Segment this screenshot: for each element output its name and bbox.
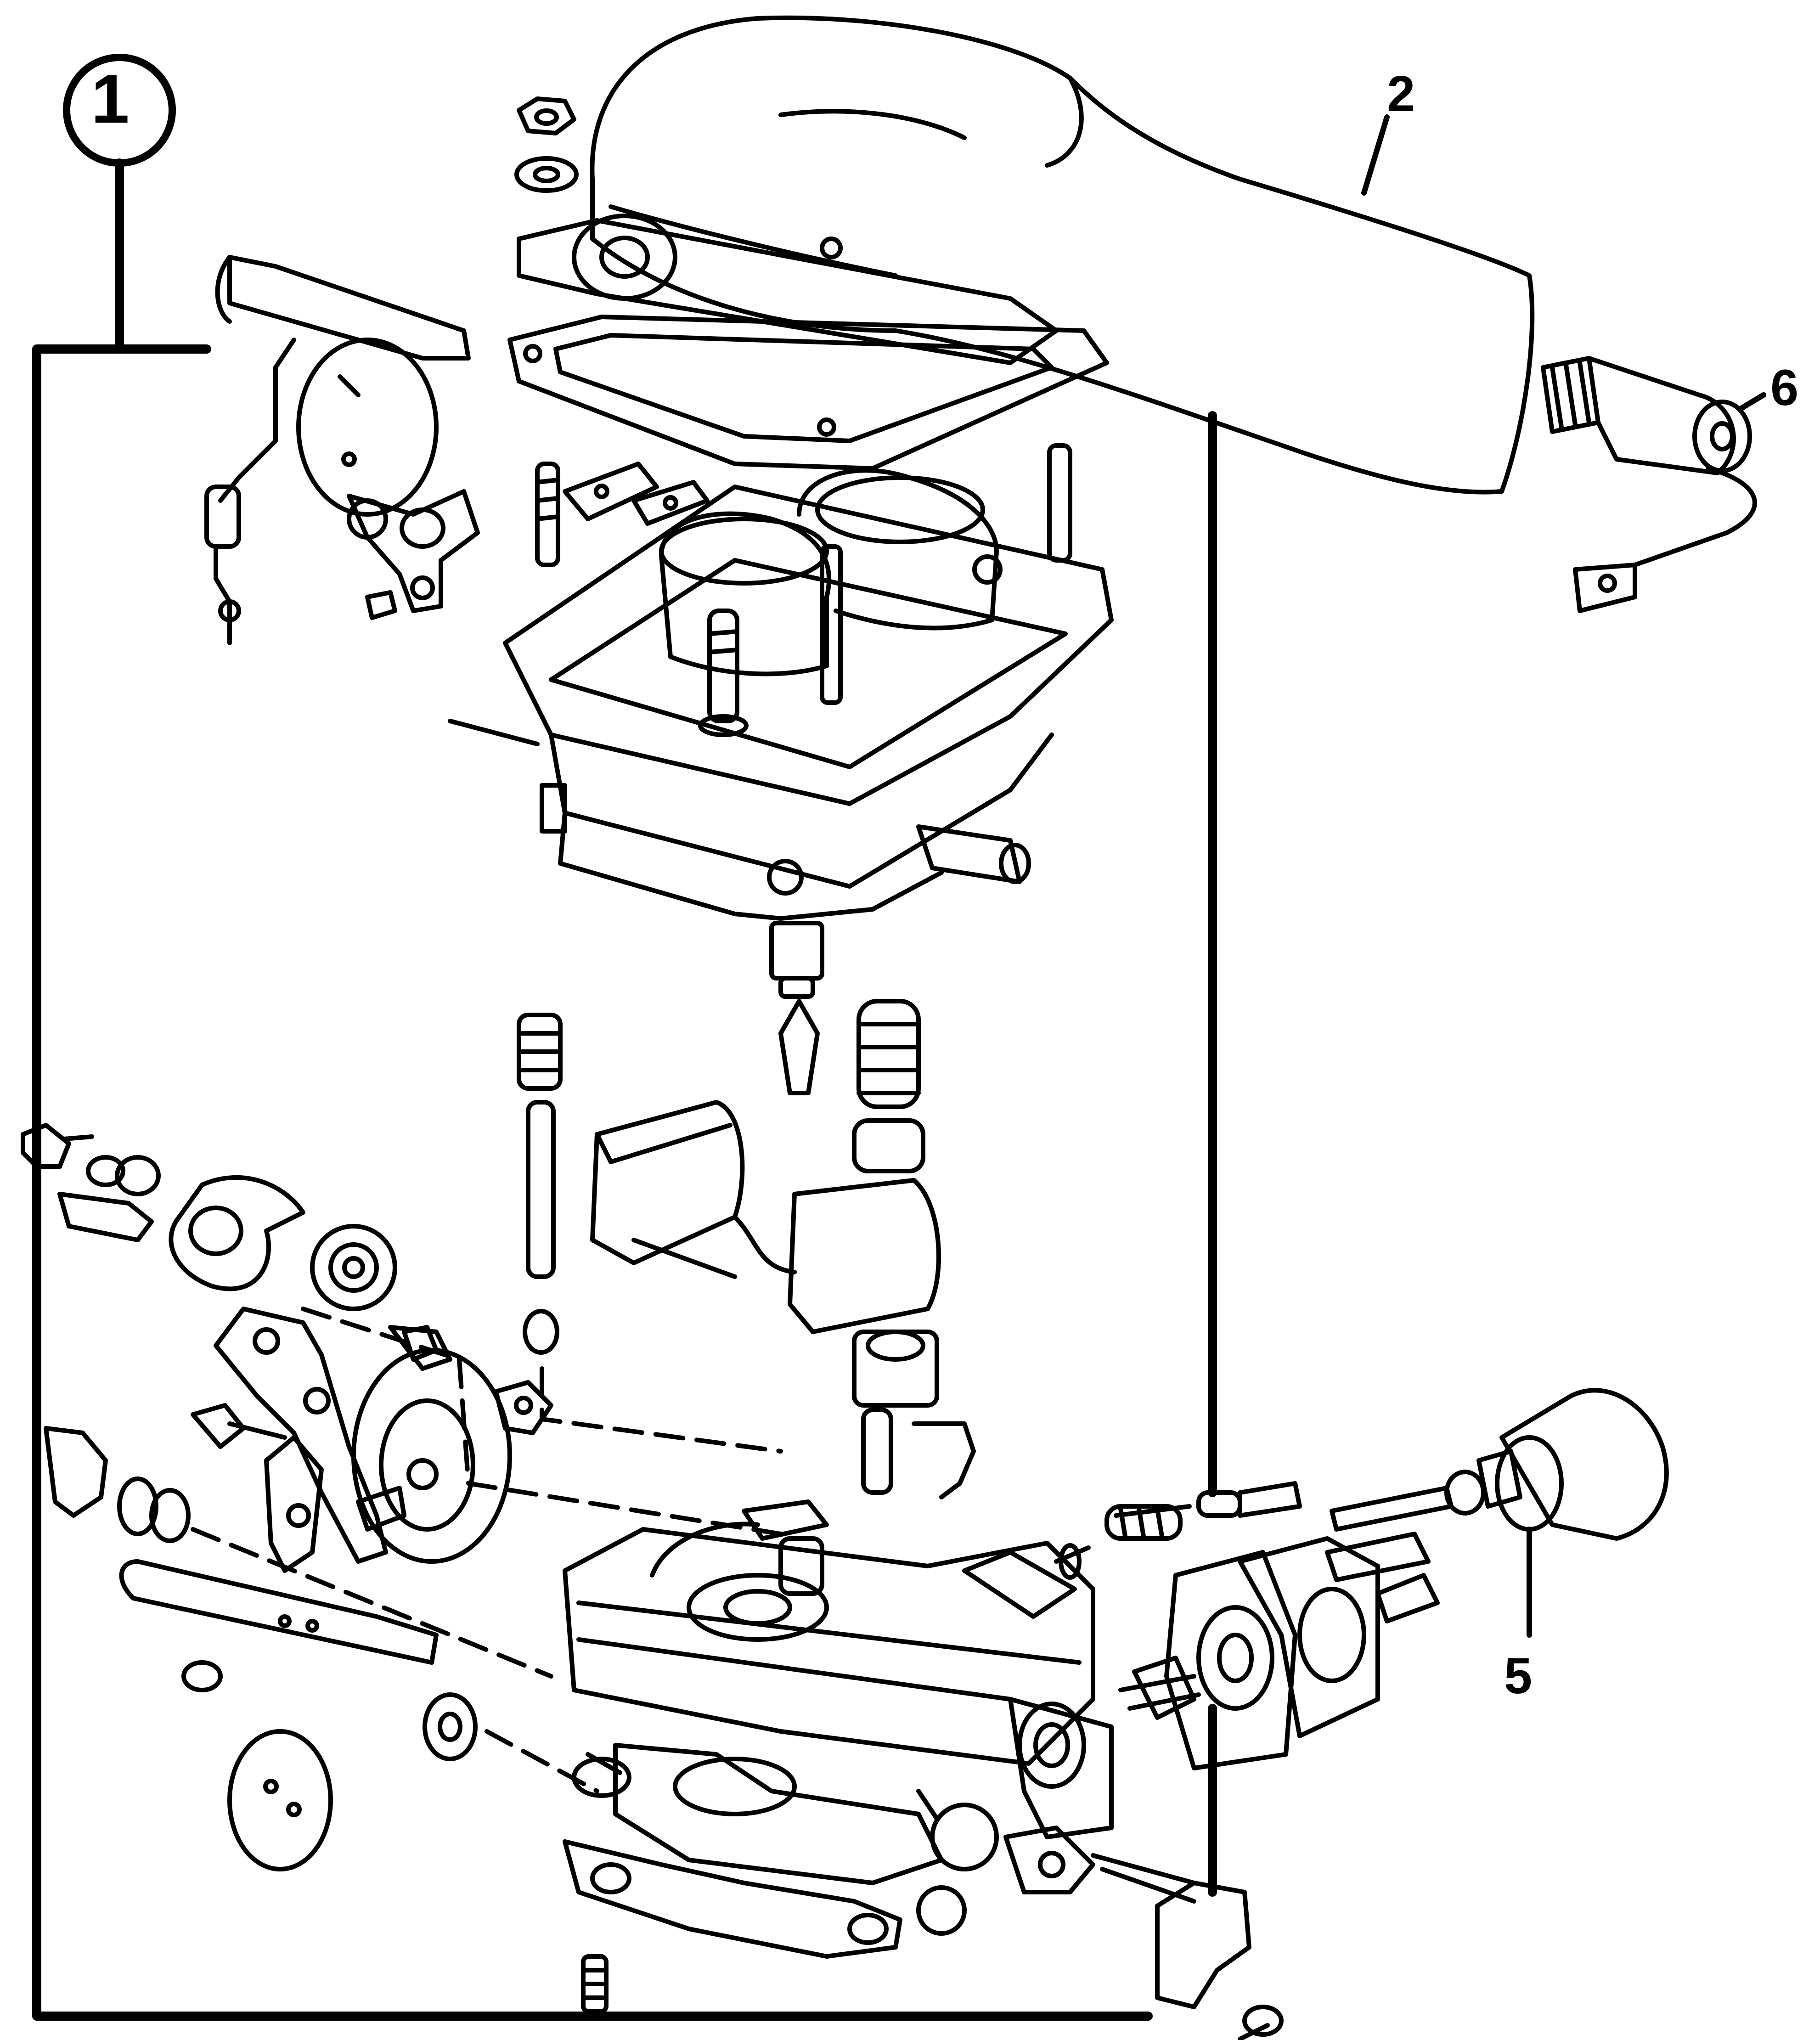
air-intake-housing [507, 15, 1535, 495]
choke-linkage [204, 255, 480, 645]
accelerator-pump-cover [1003, 1532, 1440, 2040]
callout-2-label: 2 [1387, 66, 1415, 122]
callout-1-label: 1 [91, 60, 130, 137]
anti-dieseling-valve [1330, 1388, 1669, 1638]
callout-6-label: 6 [1770, 360, 1799, 416]
fuel-inlet [1059, 1504, 1192, 1580]
carburetor-top-cover [448, 443, 1114, 921]
carburetor-main-body [563, 1481, 1302, 2014]
needle-valve-and-jets [517, 921, 976, 1499]
solenoid-valve [1541, 356, 1766, 613]
assembly-bracket [32, 54, 1217, 2021]
callout-5-label: 5 [1504, 1648, 1533, 1704]
throttle-linkage [21, 1123, 783, 1871]
